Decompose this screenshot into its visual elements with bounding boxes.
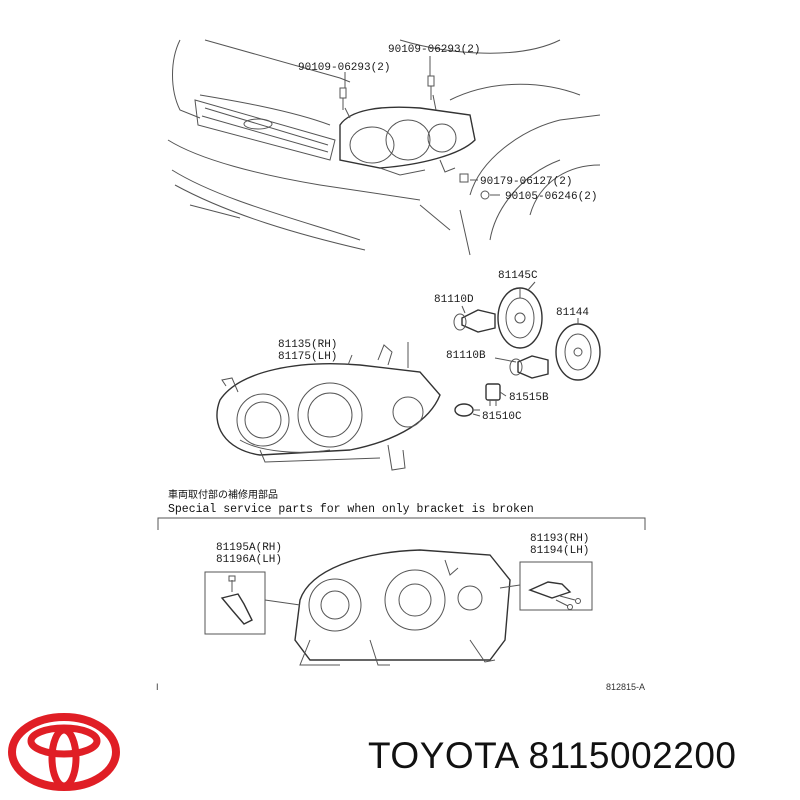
bulb-81110d bbox=[453, 309, 496, 333]
socket-81515b bbox=[485, 383, 501, 406]
label-bulb-b: 81110B bbox=[446, 350, 486, 362]
leader-lines-middle bbox=[407, 281, 579, 417]
label-headlamp-rh: 81135(RH) bbox=[278, 339, 337, 351]
label-socket-144: 81144 bbox=[556, 307, 589, 319]
label-bracket-a-lh: 81196A(LH) bbox=[216, 554, 282, 566]
corner-mark: I bbox=[156, 682, 159, 692]
fasteners-top bbox=[339, 75, 490, 200]
label-socket-c: 81145C bbox=[498, 270, 538, 282]
toyota-logo-icon bbox=[8, 713, 120, 791]
headlamp-exploded-view bbox=[216, 344, 441, 471]
label-bolt-left: 90109-06293(2) bbox=[298, 62, 390, 74]
label-bracket-a-rh: 81195A(RH) bbox=[216, 542, 282, 554]
bulb-81510c bbox=[454, 403, 480, 417]
label-headlamp-lh: 81175(LH) bbox=[278, 351, 337, 363]
label-bulb-d: 81110D bbox=[434, 294, 474, 306]
label-nut-b: 90105-06246(2) bbox=[505, 191, 597, 203]
bracket-box-right bbox=[499, 561, 593, 611]
note-english: Special service parts for when only brac… bbox=[168, 503, 534, 516]
brand-part-number: TOYOTA 8115002200 bbox=[368, 735, 737, 776]
bulb-socket-81145c bbox=[497, 287, 543, 349]
note-bracket-line bbox=[157, 517, 646, 530]
headlamp-rear-view bbox=[294, 549, 511, 666]
label-bracket-rh: 81193(RH) bbox=[530, 533, 589, 545]
bulb-socket-81144 bbox=[555, 323, 601, 381]
headlamp-top-view bbox=[339, 94, 476, 176]
bulb-81110b bbox=[509, 355, 549, 379]
bracket-box-left bbox=[204, 571, 301, 635]
label-clip-a: 90179-06127(2) bbox=[480, 176, 572, 188]
figure-id: 812815-A bbox=[606, 682, 645, 692]
car-front-illustration bbox=[167, 39, 601, 256]
leader-lines-top bbox=[344, 56, 500, 196]
note-japanese: 車両取付部の補修用部品 bbox=[168, 488, 278, 501]
label-bracket-lh: 81194(LH) bbox=[530, 545, 589, 557]
label-bolt-right: 90109-06293(2) bbox=[388, 44, 480, 56]
label-socket-515b: 81515B bbox=[509, 392, 549, 404]
label-bulb-510c: 81510C bbox=[482, 411, 522, 423]
